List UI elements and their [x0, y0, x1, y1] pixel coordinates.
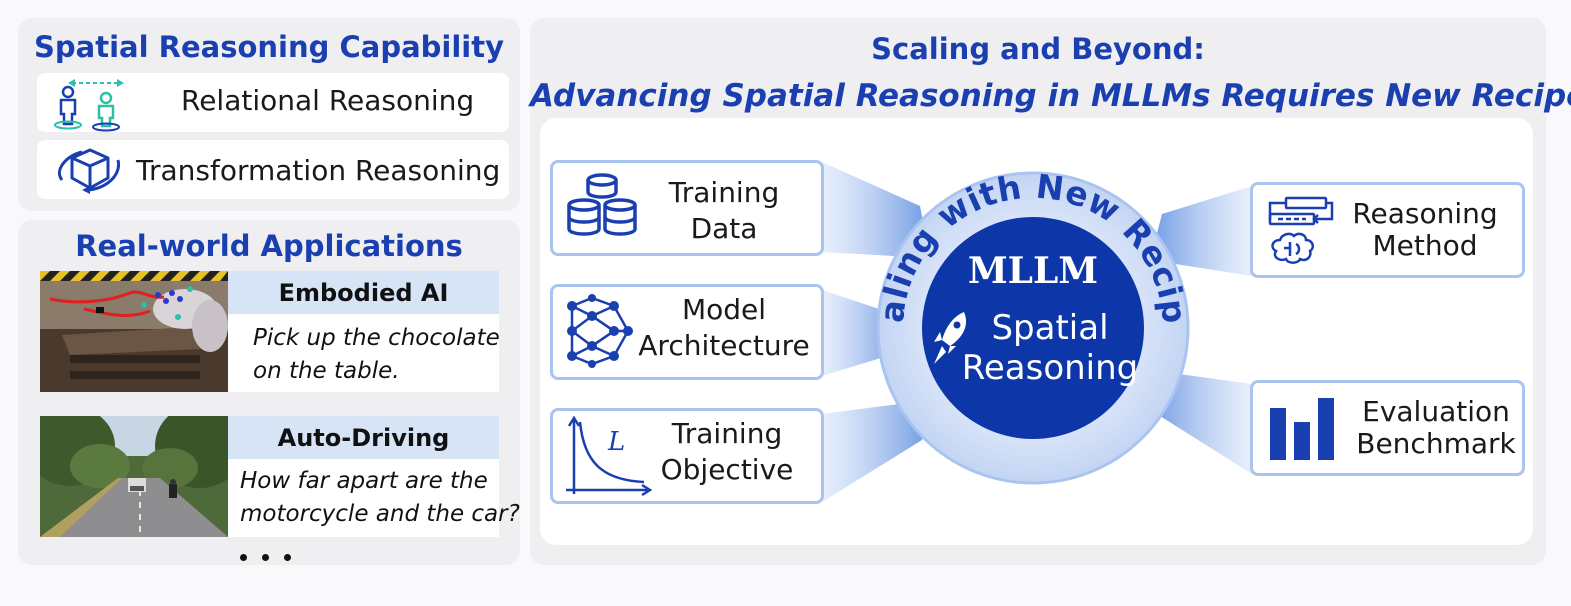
embodied-ai-text-line: Pick up the chocolate — [253, 325, 500, 351]
training-objective-label: Training Objective — [660, 417, 794, 486]
rocket-icon — [934, 312, 967, 364]
core-title: MLLM — [967, 250, 1099, 292]
applications-title: Real-world Applications — [75, 229, 463, 263]
robot-arm-photo — [40, 271, 228, 392]
ellipsis — [240, 546, 306, 565]
auto-driving-text: How far apart are the motorcycle and the… — [228, 459, 520, 537]
model-architecture-label: Model Architecture — [638, 293, 810, 362]
transformation-reasoning-card — [37, 140, 509, 199]
training-data-label: Training Data — [668, 176, 780, 245]
training-objective-box — [550, 408, 824, 504]
core-subtitle-line1: Spatial — [991, 308, 1109, 348]
recipes-title-line1: Scaling and Beyond: — [871, 32, 1205, 66]
evaluation-benchmark-label: Evaluation Benchmark — [1356, 395, 1516, 460]
recipes-title-line2: Advancing Spatial Reasoning in MLLMs Req… — [530, 78, 1571, 114]
brain-flow-icon — [1268, 196, 1334, 264]
loss-curve-icon: L — [566, 415, 653, 497]
loss-letter: L — [607, 427, 625, 457]
embodied-ai-text: Pick up the chocolate on the table. — [228, 314, 500, 392]
bar-chart-icon — [1270, 398, 1334, 460]
embodied-ai-heading: Embodied AI — [228, 271, 499, 314]
relational-reasoning-icon — [54, 79, 124, 132]
core-subtitle-line2: Reasoning — [961, 348, 1139, 388]
database-icon — [567, 173, 637, 236]
transformation-reasoning-icon — [58, 148, 121, 194]
embodied-ai-text-line: on the table. — [253, 358, 400, 384]
transformation-reasoning-label: Transformation Reasoning — [136, 154, 501, 187]
reasoning-method-label: Reasoning Method — [1352, 197, 1498, 262]
auto-driving-text-line: How far apart are the — [240, 468, 488, 494]
relational-reasoning-label: Relational Reasoning — [181, 84, 475, 117]
auto-driving-text-line: motorcycle and the car? — [240, 501, 520, 527]
ring-label: Scaling with New Recipes — [878, 173, 1188, 326]
street-scene-photo — [40, 416, 228, 537]
capability-title: Spatial Reasoning Capability — [34, 30, 504, 64]
auto-driving-heading: Auto-Driving — [228, 416, 499, 459]
neural-network-icon — [567, 294, 633, 368]
